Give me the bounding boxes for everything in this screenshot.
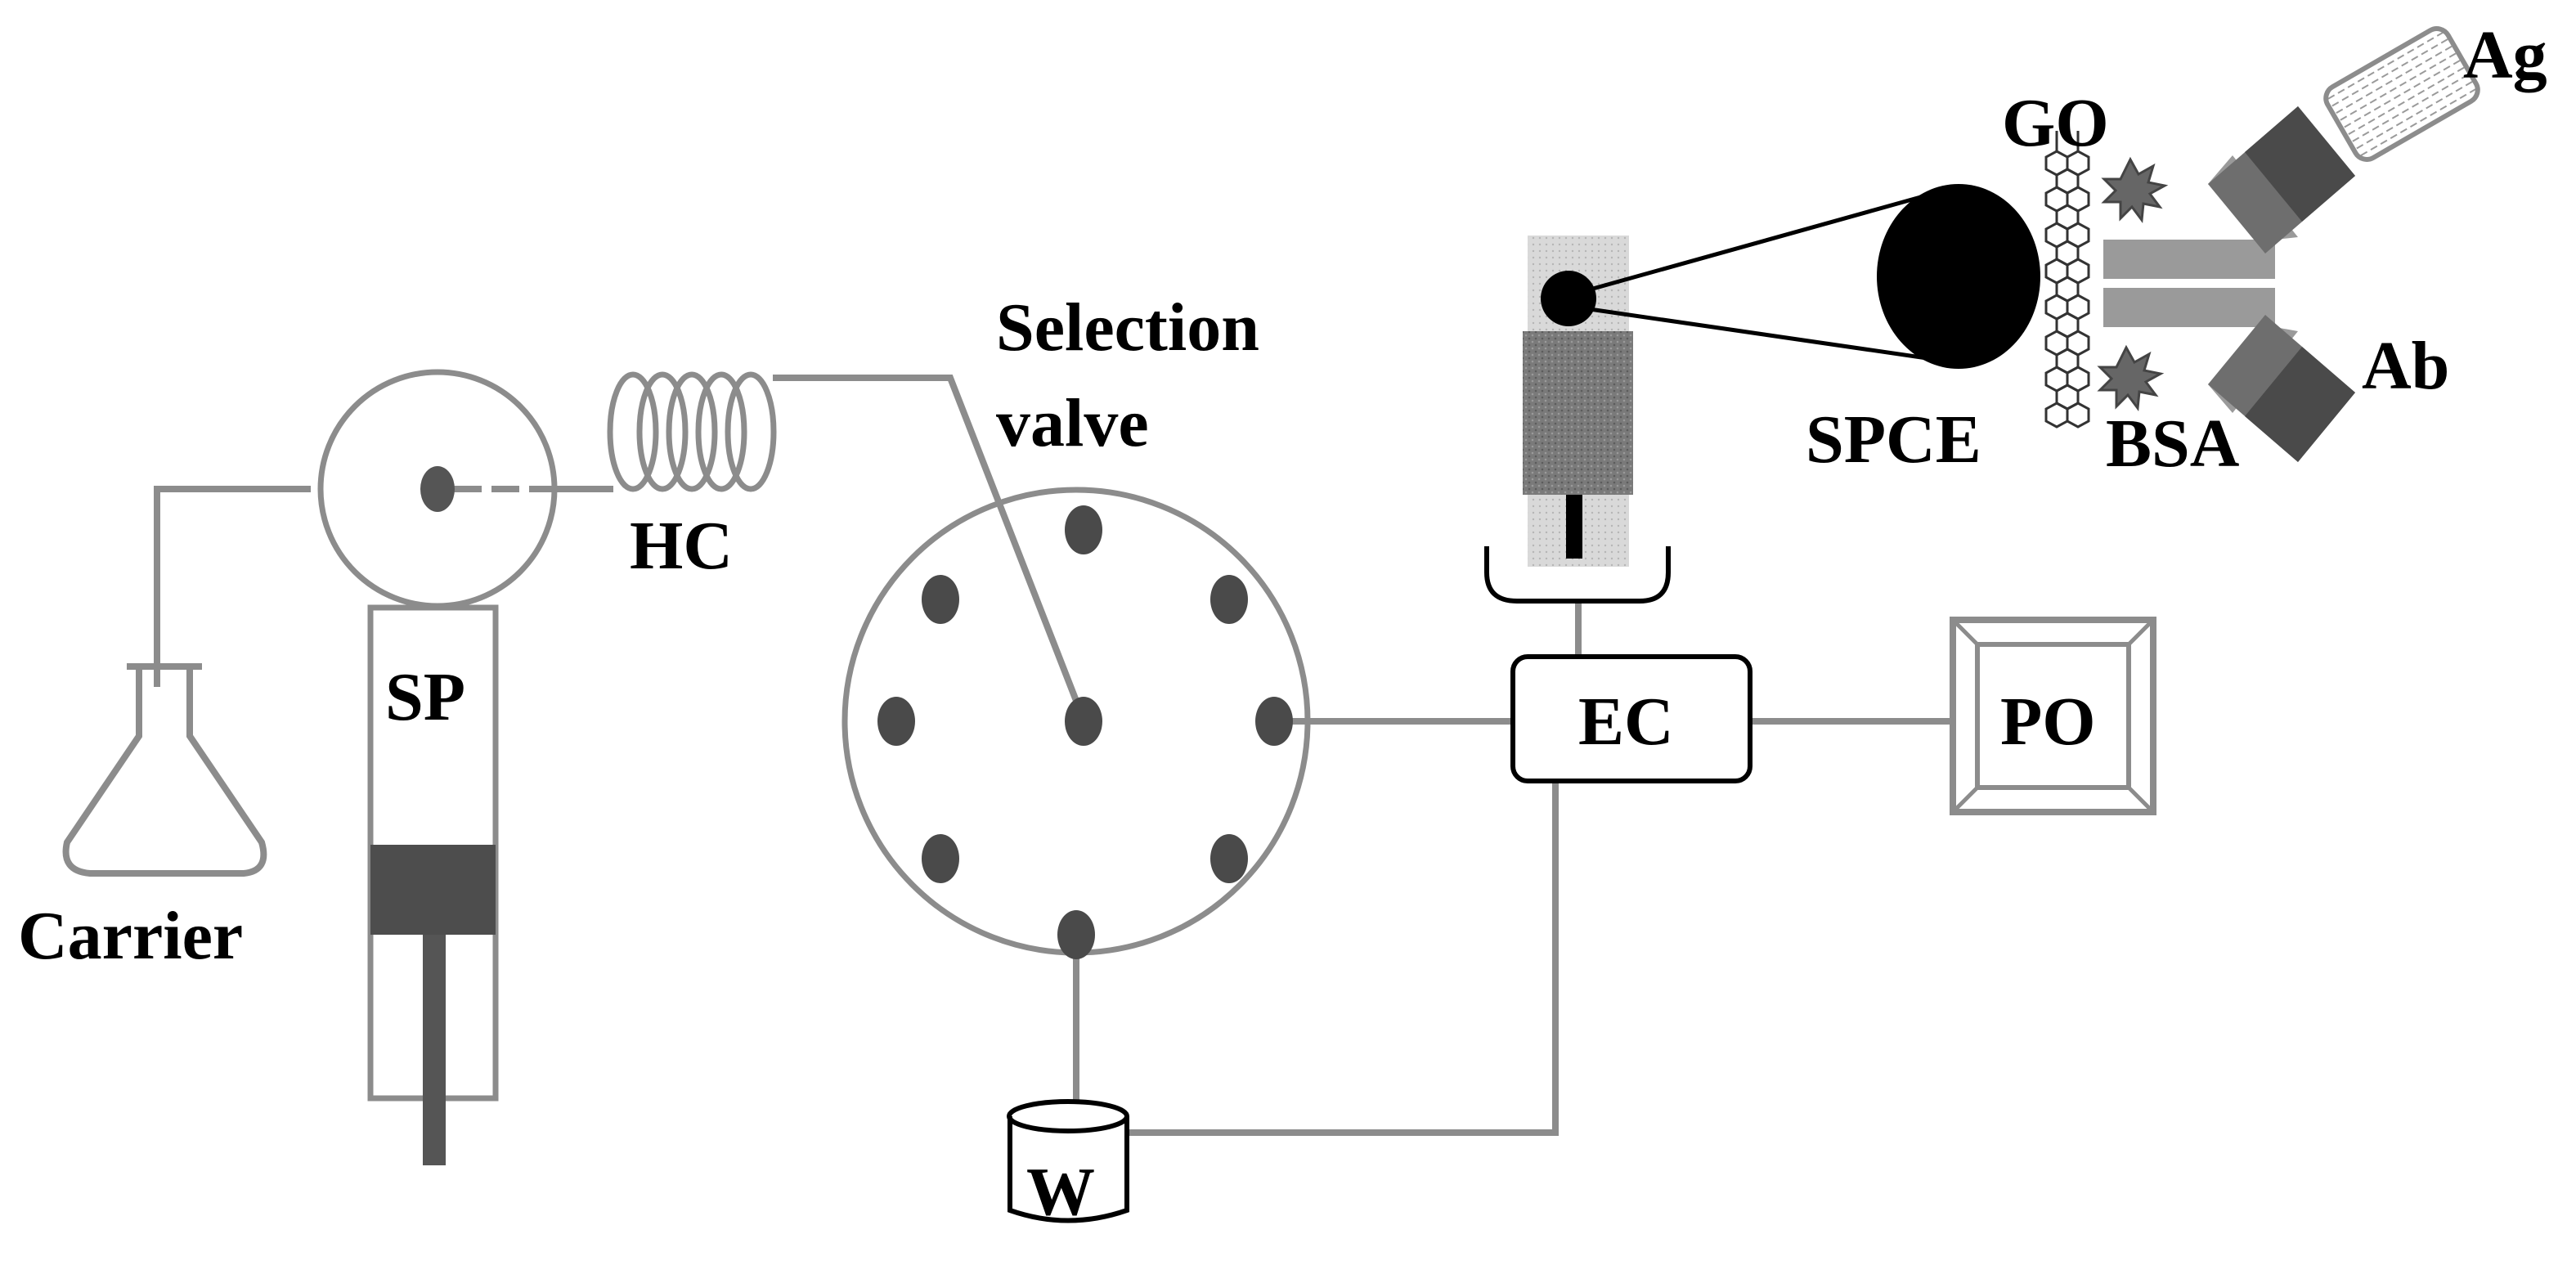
tubing <box>154 375 1950 1136</box>
magnification-lines <box>1577 186 1954 362</box>
antibody-label: Ab <box>2362 328 2449 404</box>
selection-valve-label-line2: valve <box>996 385 1149 461</box>
pump-port <box>420 466 455 512</box>
holding-coil-label: HC <box>630 508 733 584</box>
graphene-oxide-label: GO <box>2002 85 2109 161</box>
waste-label: W <box>1026 1154 1095 1230</box>
valve-port-5 <box>1057 910 1095 959</box>
syringe-rod <box>423 935 446 1165</box>
electrochemical-cell-box <box>1510 654 1752 783</box>
spce-label: SPCE <box>1806 402 1981 478</box>
carrier-flask <box>62 663 267 877</box>
valve-port-8 <box>922 575 959 624</box>
antigen <box>2323 26 2480 162</box>
valve-port-center <box>1065 697 1102 746</box>
syringe-pump <box>317 369 558 1165</box>
antibody <box>2103 106 2355 462</box>
spce-enlarged <box>1877 184 2040 369</box>
valve-port-7 <box>877 697 915 746</box>
valve-port-4 <box>1210 834 1248 883</box>
carrier-tube <box>154 486 311 687</box>
working-electrode-dot <box>1541 271 1596 326</box>
bsa-label: BSA <box>2106 406 2240 482</box>
selection-valve <box>841 487 1311 959</box>
potentiostat-label: PO <box>2000 684 2096 760</box>
ec-to-waste-tube <box>1127 781 1559 1136</box>
spce-strip <box>1523 236 1633 567</box>
antigen-label: Ag <box>2463 17 2547 93</box>
valve-port-3 <box>1255 697 1293 746</box>
carrier-label: Carrier <box>18 898 243 974</box>
electrode-holder <box>1484 546 1671 604</box>
waste-container <box>1007 1099 1129 1223</box>
holding-coil <box>607 371 777 492</box>
valve-port-2 <box>1210 575 1248 624</box>
selection-valve-label-line1: Selection <box>996 289 1259 366</box>
bsa-cluster-bottom <box>2097 344 2165 411</box>
graphene-oxide-layer <box>2044 131 2090 429</box>
coil-to-valve-tube <box>773 375 1087 721</box>
syringe-pump-label: SP <box>385 659 465 735</box>
valve-port-1 <box>1065 505 1102 554</box>
syringe-plunger <box>370 845 496 935</box>
electrochemical-cell-label: EC <box>1578 684 1674 760</box>
bsa-cluster-top <box>2101 156 2169 223</box>
valve-port-6 <box>922 834 959 883</box>
potentiostat-box <box>1950 617 2156 815</box>
